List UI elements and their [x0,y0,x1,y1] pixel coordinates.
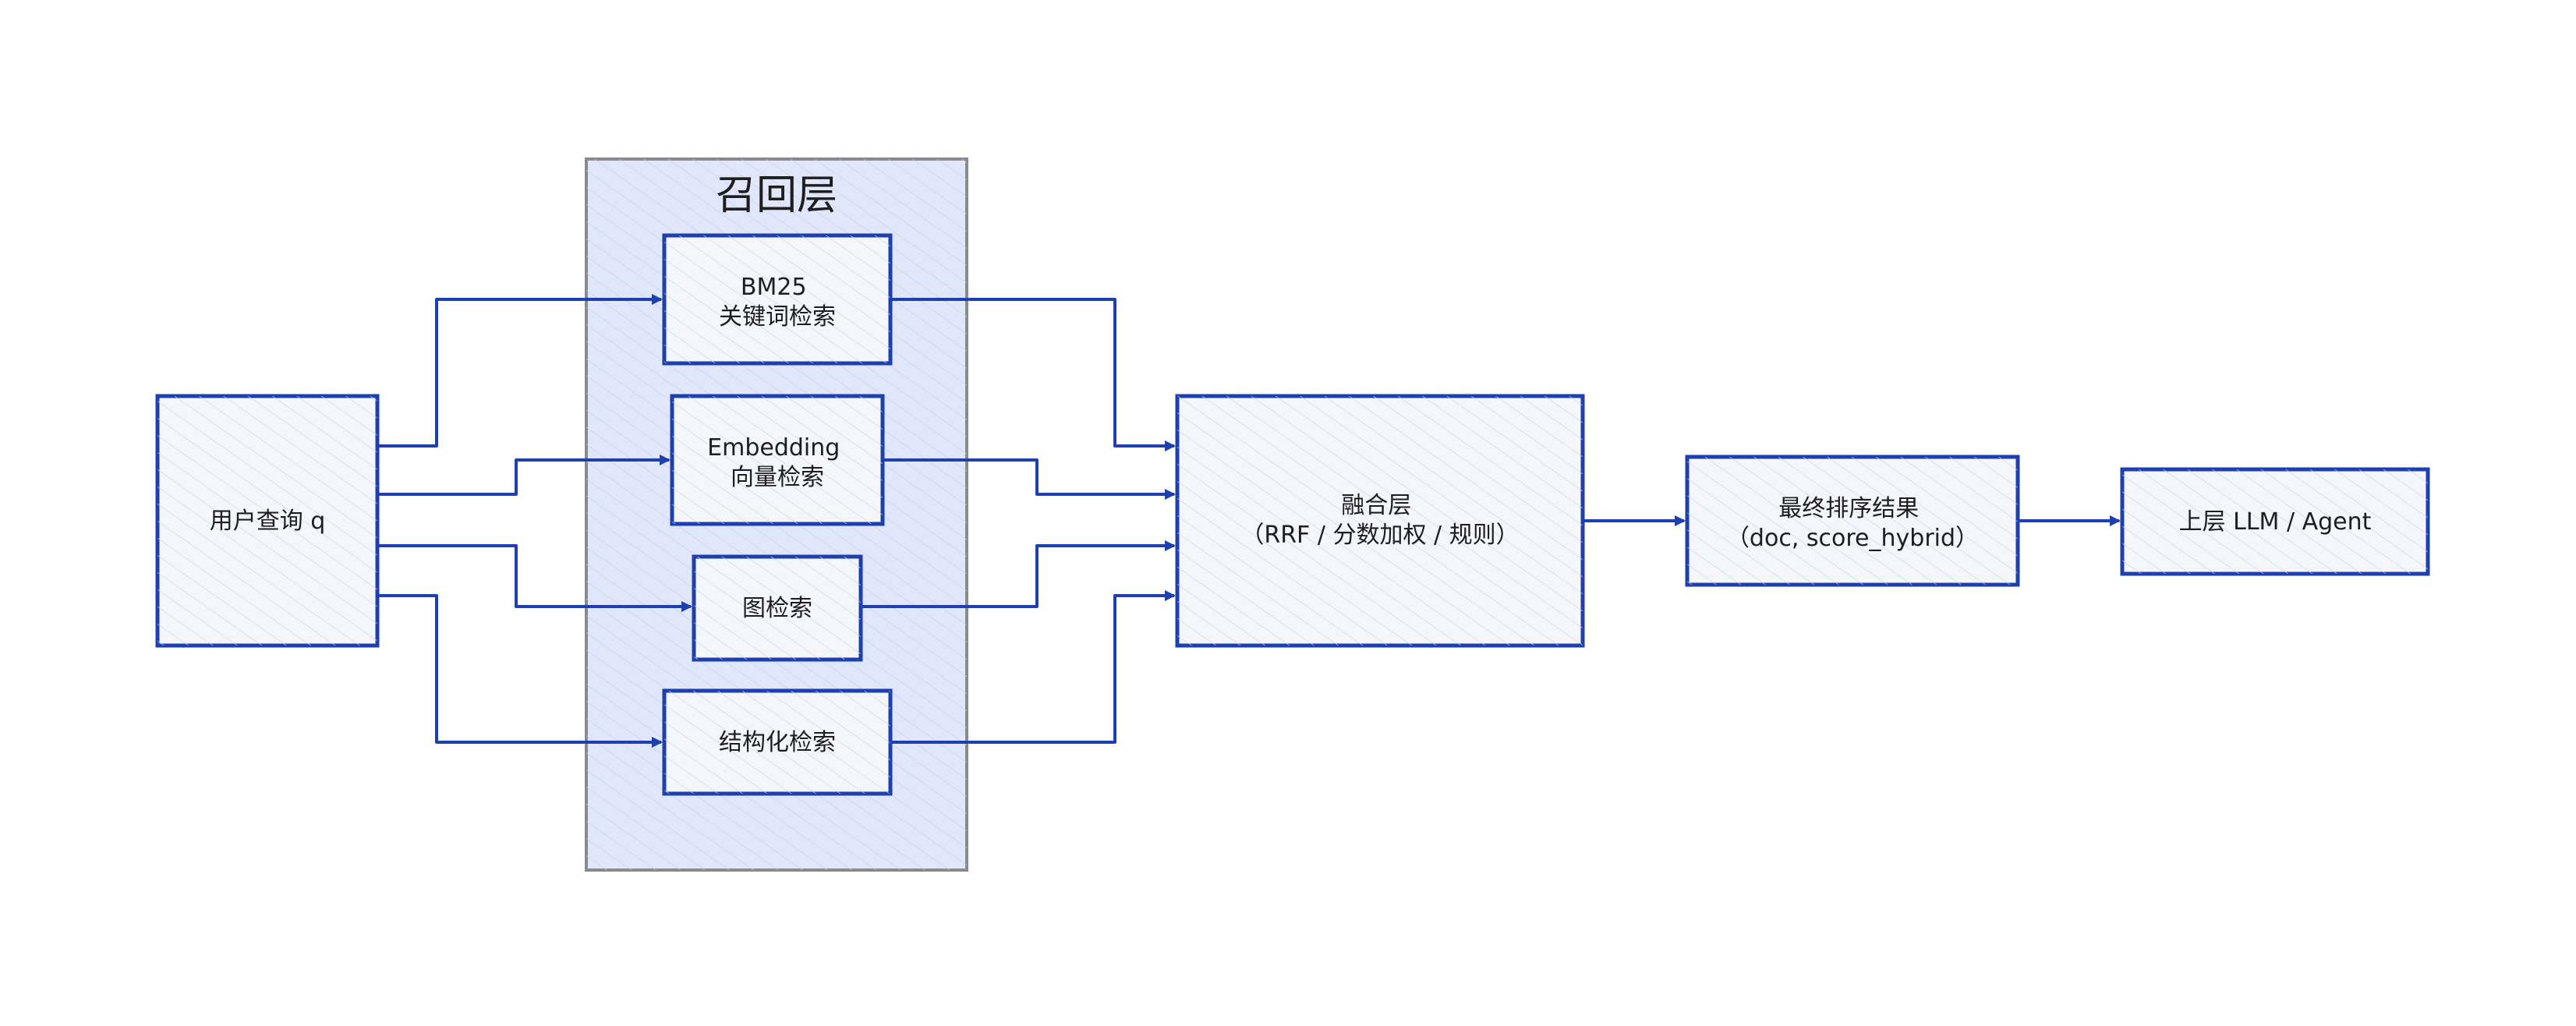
node-bm25-line-2: 关键词检索 [719,303,836,331]
arrow-graph-to-fusion [861,540,1176,608]
node-bm25-line-1: BM25 [741,274,807,301]
node-upper-llm-agent: 上层 LLM / Agent [2120,467,2430,576]
connectors [377,294,2121,748]
node-bm25: BM25 关键词检索 [662,233,893,366]
arrow-query-to-structured [377,594,663,748]
node-ranking: 最终排序结果 （doc, score_hybrid） [1685,455,2020,587]
node-embedding-line-1: Embedding [707,434,840,462]
node-upper-label: 上层 LLM / Agent [2179,508,2372,536]
svg-text:上层 LLM / Agent: 上层 LLM / Agent [2179,508,2372,536]
svg-text:融合层 （RRF / 分数加权 / 规则）: 融合层 （RRF / 分数加权 / 规则） [1240,492,1519,549]
node-query: 用户查询 q [155,394,380,648]
node-fusion-line-1: 融合层 [1341,492,1411,519]
arrow-query-to-graph [377,544,692,612]
svg-text:最终排序结果 （doc, score_hyb: 最终排序结果 （doc, score_hybrid） [1726,495,1979,552]
arrow-query-to-embedding [377,455,671,496]
arrow-bm25-to-fusion [890,298,1176,451]
node-fusion-line-2: （RRF / 分数加权 / 规则） [1240,522,1519,549]
svg-text:结构化检索: 结构化检索 [719,729,836,756]
node-ranking-line-1: 最终排序结果 [1778,495,1919,522]
node-structured: 结构化检索 [662,688,893,796]
svg-text:Embedding 向量检索: Embedding 向量检索 [707,434,847,491]
node-embedding: Embedding 向量检索 [670,394,885,526]
node-fusion: 融合层 （RRF / 分数加权 / 规则） [1175,394,1585,648]
node-graph-label: 图检索 [742,595,812,622]
svg-text:用户查询 q: 用户查询 q [210,508,326,535]
node-ranking-line-2: （doc, score_hybrid） [1726,525,1979,552]
arrow-embedding-to-fusion [883,458,1176,500]
node-query-label: 用户查询 q [210,508,326,535]
node-graph: 图检索 [692,554,863,662]
arrow-query-to-bm25 [377,294,663,448]
svg-text:BM25 关键词检索: BM25 关键词检索 [719,274,836,331]
node-embedding-line-2: 向量检索 [731,464,824,491]
node-structured-label: 结构化检索 [719,729,836,756]
arrow-structured-to-fusion [890,590,1176,744]
svg-text:图检索: 图检索 [742,595,812,622]
recall-layer-title: 召回层 [716,172,837,219]
